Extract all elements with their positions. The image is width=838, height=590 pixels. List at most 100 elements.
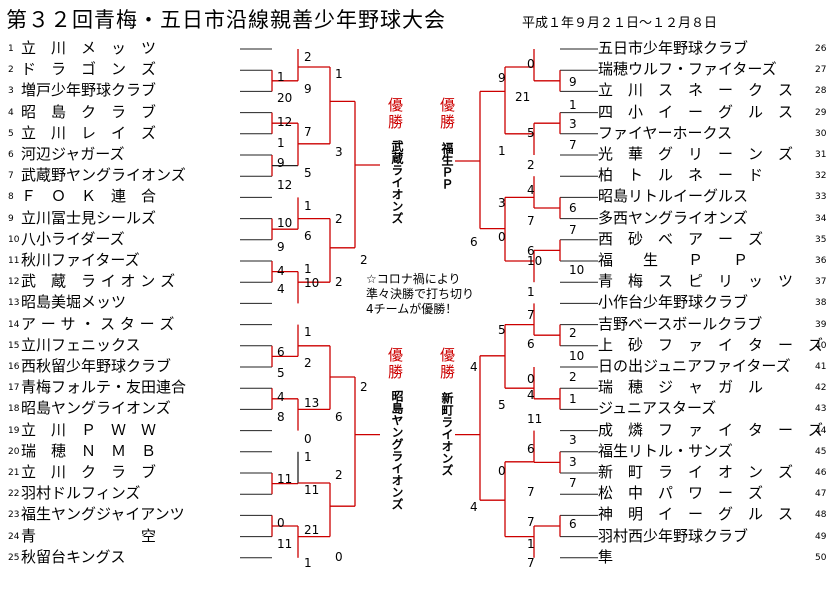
team-name: 河辺ジャガーズ	[21, 145, 125, 163]
team-number: 6	[8, 150, 14, 160]
team-number: 48	[815, 510, 827, 521]
match-score: 9	[277, 240, 285, 254]
match-score: 6	[304, 229, 312, 243]
team-number: 36	[815, 256, 827, 266]
team-number: 13	[8, 298, 20, 309]
match-score: 10	[304, 276, 320, 290]
match-score: 7	[569, 476, 577, 490]
team-number: 16	[8, 362, 20, 372]
match-score: 7	[569, 223, 577, 237]
team-name: ド ラ ゴ ン ズ	[21, 60, 157, 79]
team-number: 11	[8, 256, 20, 266]
team-name: 西 砂 ベ ア ー ズ	[598, 229, 764, 248]
champion-team: 福生ＰＰ	[440, 142, 454, 190]
team-name: 西秋留少年野球クラブ	[21, 357, 172, 375]
match-score: 2	[527, 158, 535, 172]
team-name: 増戸少年野球クラブ	[21, 81, 157, 100]
champion-team: 新町ライオンズ	[440, 392, 454, 476]
match-score: 0	[498, 464, 506, 478]
match-score: 10	[569, 263, 585, 277]
team-name: Ｆ Ｏ Ｋ 連 合	[21, 187, 157, 206]
champion-label: 優勝	[386, 97, 404, 131]
match-score: 5	[498, 323, 506, 337]
match-score: 4	[277, 264, 285, 278]
match-score: 5	[527, 126, 535, 140]
champion-label: 優勝	[386, 347, 404, 381]
team-name: 上 砂 フ ァ イ タ ー ズ	[598, 335, 824, 354]
team-number: 26	[815, 44, 827, 54]
match-score: 0	[527, 57, 535, 71]
match-score: 1	[498, 144, 506, 158]
team-number: 31	[815, 150, 827, 160]
match-score: 11	[304, 483, 320, 497]
team-name: 武蔵野ヤングライオンズ	[21, 166, 186, 185]
match-score: 7	[527, 308, 535, 322]
team-name: 成 燐 フ ァ イ タ ー ズ	[598, 420, 824, 439]
team-number: 2	[8, 65, 14, 76]
team-name: 立 川 ク ラ ブ	[21, 463, 157, 481]
team-number: 19	[8, 425, 20, 436]
team-number: 33	[815, 192, 827, 203]
match-score: 1	[304, 199, 312, 213]
team-name: 昭島ヤングライオンズ	[21, 399, 171, 418]
match-score: 7	[569, 138, 577, 152]
match-score: 2	[360, 253, 368, 267]
tournament-title: 第３２回青梅・五日市沿線親善少年野球大会	[6, 8, 446, 32]
match-score: 13	[304, 396, 320, 410]
champion-label: 優勝	[438, 347, 456, 381]
match-score: 2	[569, 326, 577, 340]
team-name: 立川冨士見シールズ	[21, 208, 157, 227]
team-name: 五日市少年野球クラブ	[598, 39, 749, 57]
team-number: 17	[8, 383, 20, 394]
note-line: ☆コロナ禍により	[366, 272, 461, 286]
match-score: 9	[304, 82, 312, 96]
team-number: 3	[8, 86, 14, 97]
team-number: 1	[8, 44, 14, 54]
match-score: 1	[527, 285, 535, 299]
team-number: 32	[815, 171, 827, 182]
team-number: 39	[815, 319, 827, 330]
match-score: 4	[527, 388, 535, 402]
team-number: 30	[815, 128, 827, 139]
team-number: 12	[8, 277, 20, 288]
match-score: 11	[527, 412, 543, 426]
team-number: 21	[8, 468, 20, 478]
team-name: 神 明 イ ー グ ル ス	[598, 505, 794, 524]
team-name: 瑞穂ウルフ・ファイターズ	[598, 60, 777, 79]
team-name: 八小ライダーズ	[21, 229, 125, 248]
match-score: 4	[470, 500, 478, 514]
team-number: 10	[8, 234, 20, 245]
team-name: 柏 ト ル ネ ー ド	[598, 166, 764, 185]
match-score: 1	[304, 262, 312, 276]
match-score: 3	[569, 117, 577, 131]
team-name: 福生ヤングジャイアンツ	[21, 505, 185, 524]
tournament-dates: 平成１年９月２１日～１２月８日	[522, 16, 718, 31]
team-name: 立 川 Ｐ Ｗ Ｗ	[21, 420, 157, 439]
match-score: 6	[527, 442, 535, 456]
team-name: 昭 島 ク ラ ブ	[21, 102, 157, 121]
team-number: 9	[8, 213, 14, 224]
match-score: 6	[470, 235, 478, 249]
match-score: 2	[569, 370, 577, 384]
team-number: 22	[8, 489, 20, 500]
team-number: 37	[815, 277, 827, 288]
match-score: 8	[277, 410, 285, 424]
match-score: 7	[527, 214, 535, 228]
team-name: 羽村ドルフィンズ	[21, 484, 141, 503]
team-name: 青梅フォルテ・友田連合	[21, 378, 187, 397]
team-number: 38	[815, 298, 827, 309]
match-score: 3	[498, 196, 506, 210]
team-number: 5	[8, 128, 14, 139]
team-name: 立 川 メ ッ ツ	[21, 39, 157, 57]
team-name: 新 町 ラ イ オ ン ズ	[598, 463, 794, 481]
note-line: 準々決勝で打ち切り	[366, 287, 475, 301]
match-score: 4	[527, 183, 535, 197]
match-score: 0	[498, 230, 506, 244]
team-number: 47	[815, 489, 827, 500]
team-name: 青 空	[21, 526, 157, 545]
match-score: 11	[277, 472, 293, 486]
match-score: 1	[335, 67, 343, 81]
match-score: 10	[569, 349, 585, 363]
match-score: 5	[277, 366, 285, 380]
